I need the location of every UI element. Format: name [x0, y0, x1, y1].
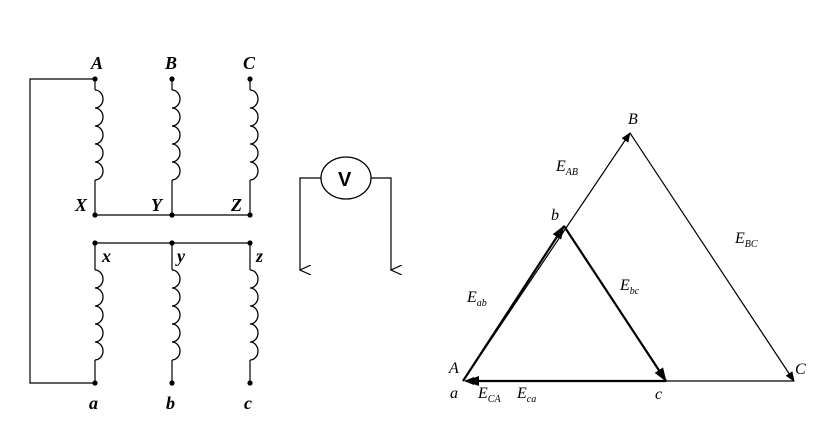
secondary-winding-c	[249, 243, 259, 383]
label-E-bc: Ebc	[619, 277, 640, 297]
vertex-label-B: B	[628, 111, 638, 128]
label-secondary-a: a	[89, 393, 98, 413]
primary-winding-c	[249, 79, 259, 215]
secondary-winding-a	[94, 243, 104, 383]
label-secondary-y: y	[175, 246, 186, 266]
label-primary-B: B	[164, 53, 177, 73]
label-E-AB: EAB	[555, 158, 578, 178]
label-secondary-z: z	[255, 246, 263, 266]
vector-E-bc	[563, 225, 667, 382]
secondary-winding-b	[171, 243, 181, 383]
vertex-label-b: b	[551, 207, 559, 224]
label-neutral-Z: Z	[230, 195, 242, 215]
vertex-label-A: A	[448, 360, 459, 377]
label-neutral-Y: Y	[151, 195, 164, 215]
label-E-ca: Eca	[516, 385, 536, 405]
primary-winding-a	[94, 79, 104, 215]
label-primary-A: A	[90, 53, 103, 73]
vector-E-ab	[462, 225, 565, 382]
label-E-ab: Eab	[466, 289, 487, 309]
vector-E-BC	[629, 132, 795, 382]
primary-winding-b	[171, 79, 181, 215]
voltmeter-label: V	[338, 169, 352, 191]
vertex-label-c: c	[655, 386, 662, 403]
label-secondary-c: c	[244, 393, 252, 413]
vertex-label-C: C	[795, 361, 806, 378]
circuit-diagram: A B C X Y Z x y z a b c V	[29, 53, 391, 413]
label-neutral-X: X	[74, 195, 88, 215]
loop-wire	[29, 78, 95, 384]
vertex-label-a: a	[450, 385, 458, 402]
label-secondary-b: b	[166, 393, 175, 413]
label-primary-C: C	[243, 53, 256, 73]
label-E-BC: EBC	[734, 230, 758, 250]
terminal-dots	[92, 76, 253, 386]
label-E-CA: ECA	[477, 385, 501, 405]
voltmeter: V	[300, 156, 391, 270]
phasor-diagram: A a B b C c EAB EBC Eab Ebc ECA Eca	[448, 111, 806, 405]
label-secondary-x: x	[101, 246, 111, 266]
